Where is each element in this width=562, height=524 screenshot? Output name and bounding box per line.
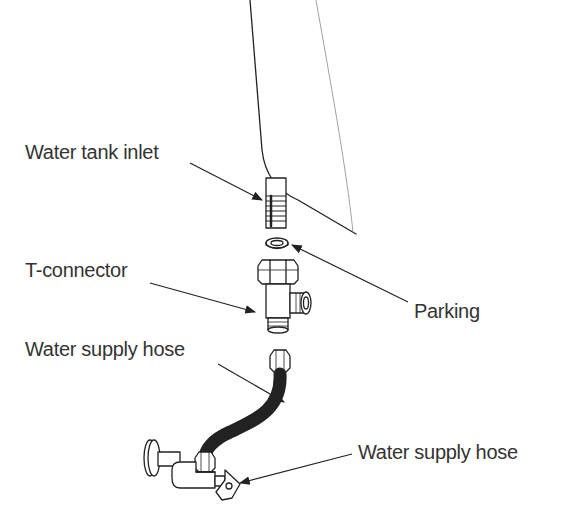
part-label: Water tank inlet	[25, 140, 158, 164]
t-connector	[258, 260, 311, 333]
leader-line	[292, 245, 408, 302]
leader-line	[240, 454, 352, 483]
leader-line	[150, 283, 255, 312]
leader-line	[218, 364, 284, 402]
tank-inlet	[266, 178, 286, 228]
packing-washer	[266, 238, 288, 249]
part-label: Water supply hose	[358, 440, 518, 464]
part-label: Water supply hose	[25, 337, 185, 361]
angle-valve	[144, 440, 240, 500]
leader-line	[190, 163, 262, 200]
part-label: T-connector	[25, 258, 127, 282]
supply-hose	[195, 350, 290, 472]
tank-contour	[316, 0, 353, 232]
part-label: Parking	[414, 299, 480, 323]
tank-outline	[250, 0, 356, 234]
